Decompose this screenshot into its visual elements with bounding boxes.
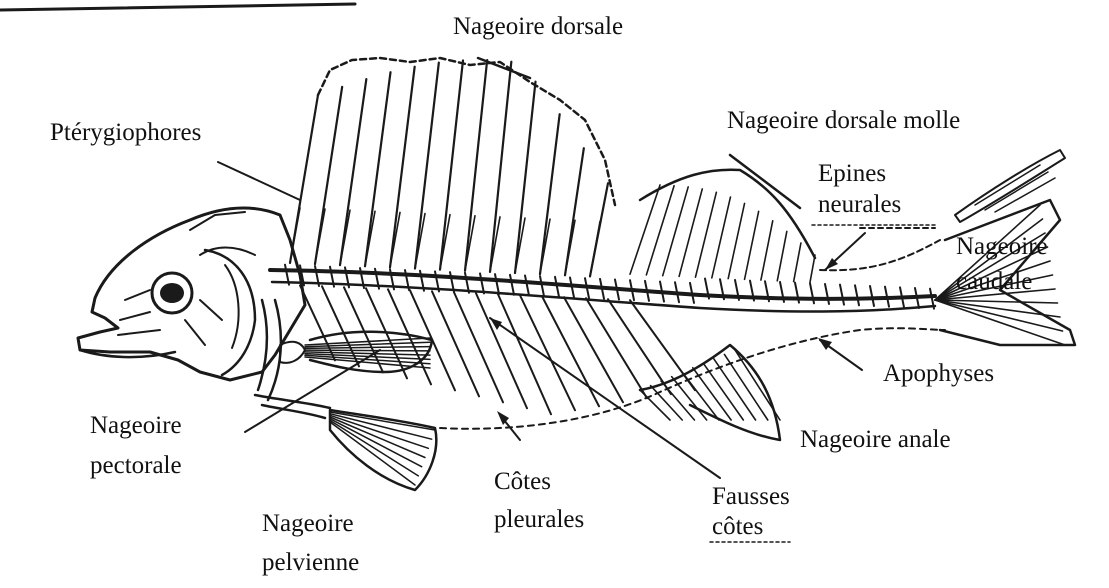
- dorsal-spine-ray: [340, 79, 366, 265]
- vertebra: [855, 285, 859, 305]
- label-nageoire-dorsale: Nageoire dorsale: [453, 12, 623, 41]
- pterygiophore: [365, 211, 375, 266]
- soft-dorsal-ray: [761, 221, 773, 280]
- label-fausses-cotes-line1: Fausses: [712, 482, 790, 511]
- pectoral-ray: [305, 347, 430, 349]
- label-pterygiophores: Ptérygiophores: [50, 118, 201, 147]
- rib: [520, 295, 575, 410]
- soft-dorsal-ray: [777, 231, 787, 280]
- label-nageoire-pelvienne-line2: pelvienne: [262, 548, 359, 577]
- spiny-dorsal-rays: [290, 60, 608, 276]
- rib: [454, 292, 503, 402]
- dorsal-spine-ray: [390, 67, 415, 268]
- label-nageoire-pelvienne-line1: Nageoire: [262, 509, 354, 538]
- rib: [476, 293, 527, 408]
- eye-fill: [160, 283, 184, 303]
- soft-dorsal-ray: [745, 211, 759, 279]
- soft-dorsal-ray: [663, 187, 688, 276]
- anal-ray: [651, 386, 683, 420]
- back-outline: [820, 240, 940, 270]
- caudal-fragment: [955, 150, 1065, 222]
- pectoral-ray: [305, 350, 430, 351]
- vertebra: [555, 277, 559, 297]
- dorsal-spine-ray: [365, 72, 391, 266]
- rib: [432, 291, 479, 396]
- label-nageoire-caudale-line1: Nageoire: [956, 232, 1048, 261]
- pointer-fausses-cotes: [490, 318, 720, 478]
- label-nageoire-dorsale-molle: Nageoire dorsale molle: [727, 106, 960, 135]
- rib: [542, 296, 599, 406]
- pterygiophore: [315, 209, 325, 264]
- caudal-ray: [935, 300, 1065, 345]
- dorsal-spine-ray: [540, 114, 560, 274]
- vertebra: [525, 275, 529, 295]
- vertebra: [510, 275, 514, 295]
- soft-dorsal-mark: [730, 155, 800, 208]
- pectoral-base: [280, 342, 305, 363]
- pterygiophore: [590, 221, 600, 276]
- scan-top-line: [0, 4, 355, 10]
- operculum-inner: [225, 265, 239, 348]
- dorsal-spine-ray: [515, 82, 536, 273]
- anal-ray: [714, 359, 756, 420]
- soft-dorsal-ray: [728, 203, 744, 278]
- dorsal-spine-ray: [440, 60, 463, 269]
- label-cotes-pleurales-line2: pleurales: [494, 505, 584, 534]
- soft-dorsal-ray: [646, 186, 674, 275]
- belly-outline: [440, 328, 945, 429]
- vertebra: [540, 276, 544, 296]
- dorsal-spine-ray: [415, 63, 439, 269]
- label-nageoire-pectorale-line1: Nageoire: [90, 411, 182, 440]
- label-epines-neurales-line2: neurales: [818, 190, 901, 219]
- pelvic-outline: [330, 410, 436, 490]
- dorsal-spine-ray: [465, 60, 487, 271]
- label-nageoire-pectorale-line2: pectorale: [90, 451, 182, 480]
- vertebra: [825, 284, 829, 304]
- rib: [388, 289, 431, 384]
- label-apophyses: Apophyses: [883, 359, 994, 388]
- label-epines-neurales-line1: Epines: [818, 159, 886, 188]
- pterygiophore: [340, 210, 350, 265]
- pelvic-ray: [330, 420, 418, 476]
- vertebra: [495, 274, 499, 294]
- vertebra: [480, 273, 484, 293]
- rib: [564, 297, 623, 402]
- label-nageoire-anale: Nageoire anale: [800, 425, 951, 454]
- pelvic-girdle: [255, 395, 330, 418]
- soft-dorsal-ray: [712, 197, 731, 278]
- vertebra: [840, 285, 844, 305]
- soft-dorsal-ray: [794, 243, 801, 282]
- spiny-dorsal-outline: [318, 58, 615, 205]
- pterygiophore: [565, 220, 575, 275]
- label-fausses-cotes-line2: côtes: [712, 512, 763, 541]
- dorsal-spine-ray: [490, 62, 511, 272]
- pointer-pterygiophores: [218, 162, 300, 200]
- anal-ray: [724, 354, 767, 420]
- label-cotes-pleurales-line1: Côtes: [494, 467, 551, 496]
- label-nageoire-caudale-line2: caudale: [956, 267, 1032, 296]
- vertebra: [870, 286, 874, 306]
- soft-dorsal-outline: [640, 170, 815, 258]
- soft-dorsal-ray: [810, 255, 815, 282]
